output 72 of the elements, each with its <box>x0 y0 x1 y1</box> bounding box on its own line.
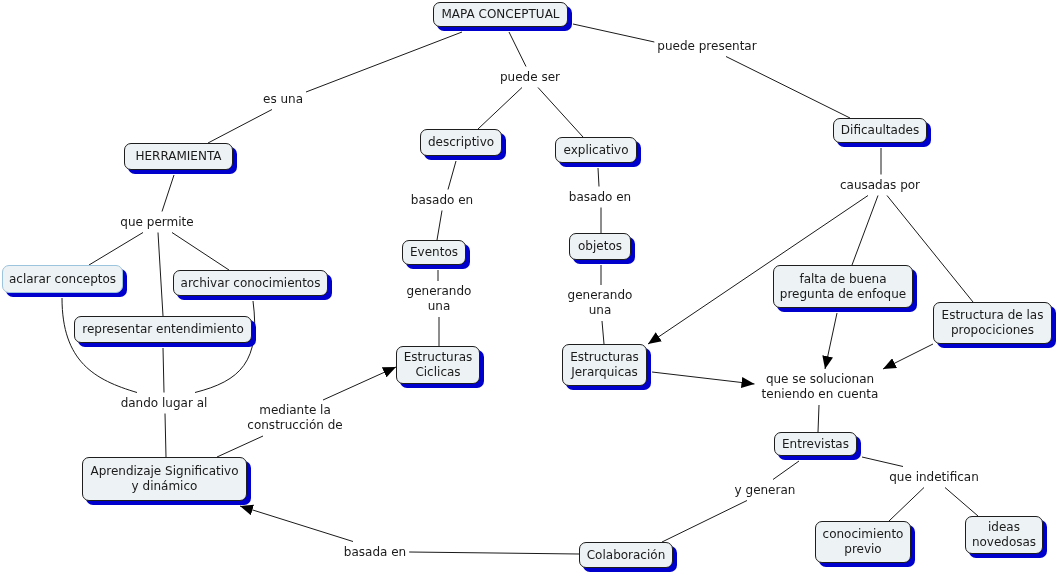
connector-line <box>600 264 602 286</box>
connector-line <box>861 456 904 467</box>
concept-label: falta de buena pregunta de enfoque <box>778 271 908 302</box>
concept-label: Entrevistas <box>782 436 849 452</box>
linking-phrase: generando una <box>565 288 635 318</box>
connector-line <box>216 435 264 458</box>
linking-phrase: puede presentar <box>657 38 757 54</box>
linking-phrase: basado en <box>568 189 632 205</box>
concept-label: Colaboración <box>586 547 666 563</box>
connector-line <box>88 232 144 266</box>
linking-phrase: que se solucionan teniendo en cuenta <box>757 372 883 402</box>
linking-phrase: generando una <box>404 284 474 314</box>
connector-line <box>601 320 605 345</box>
connector-line <box>508 31 527 67</box>
connector-line <box>157 232 164 317</box>
connector-line <box>437 269 439 282</box>
connector-line <box>161 174 175 212</box>
concept-label: MAPA CONCEPTUAL <box>441 7 560 22</box>
arrow <box>651 371 755 388</box>
concept-label: explicativo <box>563 142 629 158</box>
connector-line <box>886 195 974 303</box>
connector-line <box>447 160 457 190</box>
concept-label: aclarar conceptos <box>8 271 117 287</box>
arrow <box>647 195 869 345</box>
connector-line <box>661 500 748 543</box>
connector-line <box>164 413 167 458</box>
concept-label: objetos <box>578 239 622 254</box>
linking-phrase: basada en <box>343 544 407 560</box>
concept-label: representar entendimiento <box>82 322 244 337</box>
linking-phrase: dando lugar al <box>120 395 208 411</box>
connector-line <box>408 551 580 555</box>
connector-line <box>772 460 800 480</box>
concept-label: descriptivo <box>427 135 495 150</box>
connector-line <box>477 87 523 130</box>
arrow <box>239 504 354 542</box>
connector-line <box>438 316 440 347</box>
connector-line <box>597 167 600 187</box>
connector-line <box>888 487 925 522</box>
linking-phrase: que permite <box>120 214 194 230</box>
linking-phrase: causadas por <box>839 177 921 193</box>
connector-line <box>817 404 820 433</box>
connector-line <box>572 23 655 43</box>
linking-phrase: mediante la construcción de <box>243 403 347 433</box>
concept-label: HERRAMIENTA <box>135 149 222 164</box>
concept-label: Dificaultades <box>840 123 920 138</box>
concept-label: archivar conocimientos <box>180 275 321 291</box>
connector-line <box>537 87 584 138</box>
linking-phrase: es una <box>263 91 303 107</box>
connector-line <box>171 232 230 271</box>
connector-line <box>600 207 602 234</box>
connector-line <box>880 147 882 175</box>
linking-phrase: y generan <box>734 482 796 498</box>
concept-label: ideas novedosas <box>970 520 1038 550</box>
linking-phrase: basado en <box>410 192 474 208</box>
linking-phrase: que indetifican <box>889 469 979 485</box>
connector-line <box>305 31 463 93</box>
connector-line <box>436 210 443 241</box>
connector-line <box>61 297 138 393</box>
concept-label: Estructuras Jerarquicas <box>569 350 640 380</box>
concept-label: Estructura de las propociciones <box>940 308 1045 338</box>
concept-label: Eventos <box>410 245 458 260</box>
linking-phrase: puede ser <box>500 69 560 85</box>
arrow <box>882 343 934 370</box>
concept-label: Aprendizaje Significativo y dinámico <box>89 464 240 494</box>
connector-line <box>851 195 879 266</box>
concept-label: conocimiento previo <box>821 527 905 557</box>
arrow <box>322 366 397 401</box>
connector-line <box>162 347 165 393</box>
concept-label: Estructuras Ciclicas <box>402 350 474 380</box>
connector-line <box>725 56 851 119</box>
connector-line <box>207 109 273 144</box>
connector-line <box>944 487 979 517</box>
